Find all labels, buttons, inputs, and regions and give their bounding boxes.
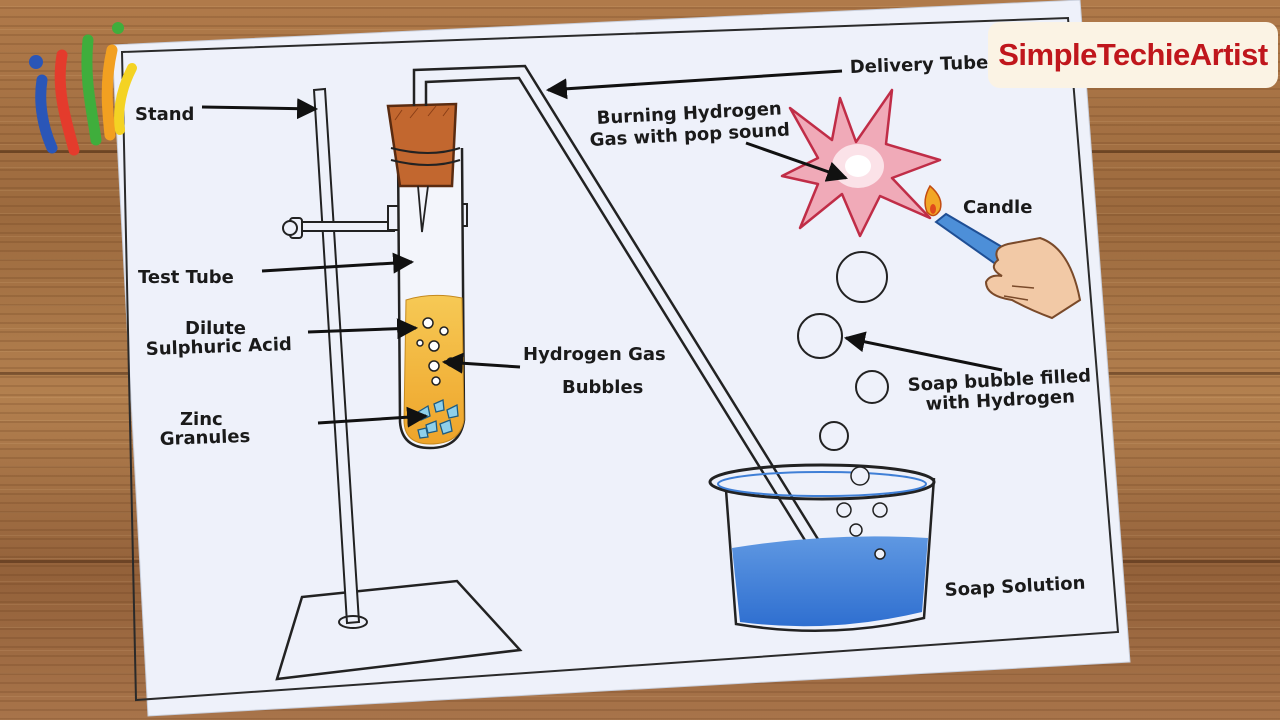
colorful-hands-logo: [29, 22, 137, 156]
arrow-delivery-tube: [545, 69, 843, 100]
burning-hydrogen-burst: [780, 88, 942, 238]
arrow-test-tube: [261, 252, 415, 274]
stand-base: [275, 579, 523, 681]
candle-in-hand: [924, 184, 1082, 320]
label-stand: Stand: [135, 104, 194, 125]
label-hydrogen-line2: Bubbles: [562, 377, 643, 398]
tube-clamp-band: [390, 147, 461, 166]
hand: [984, 236, 1082, 320]
cork-stopper: [386, 102, 458, 188]
beaker: [708, 463, 936, 632]
arrow-burning-hydrogen: [745, 141, 848, 182]
label-dilute-line1: Dilute: [185, 318, 246, 339]
label-hydrogen-line1: Hydrogen Gas: [523, 344, 666, 365]
label-test-tube: Test Tube: [138, 267, 234, 288]
test-tube: [386, 102, 466, 450]
label-zinc-line2: Granules: [159, 426, 250, 450]
brand-name: SimpleTechieArtist: [998, 37, 1268, 72]
soap-solution-liquid: [732, 536, 928, 627]
label-dilute-line2: Sulphuric Acid: [145, 334, 292, 360]
label-delivery-tube: Delivery Tube: [849, 52, 988, 78]
label-zinc-line1: Zinc: [180, 409, 223, 430]
brand-badge: SimpleTechieArtist: [988, 22, 1278, 88]
arrow-hydrogen-bubbles: [441, 352, 521, 374]
paper-border: [120, 16, 1120, 702]
arrow-stand: [201, 98, 319, 120]
label-candle: Candle: [963, 197, 1032, 218]
label-arrows: [201, 69, 1003, 428]
arrow-zinc: [317, 406, 429, 428]
soap-bubbles: [797, 251, 889, 451]
arrow-dilute-acid: [307, 318, 419, 340]
rod-foot: [338, 615, 368, 629]
arrow-soap-bubble: [843, 331, 1003, 372]
retort-stand: [275, 87, 523, 681]
rising-small-bubbles: [836, 466, 888, 560]
candle-flame-icon: [924, 184, 942, 217]
